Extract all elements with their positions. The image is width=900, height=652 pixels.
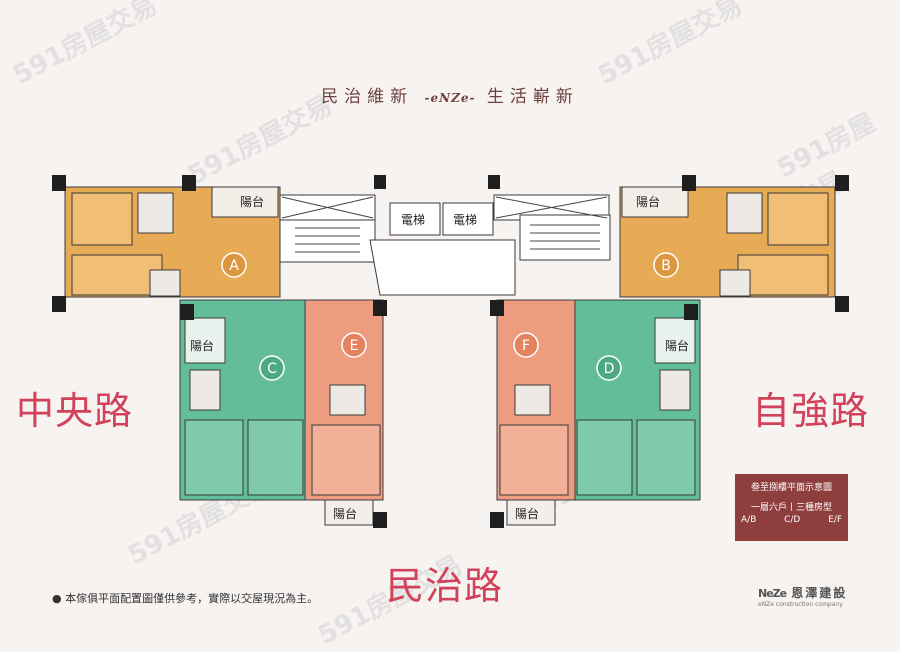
elevator-label: 電梯 [401,213,425,227]
road-label-right: 自強路 [752,389,870,433]
column [182,175,196,191]
column [684,304,698,320]
elevator-right [442,202,494,236]
column [373,300,387,316]
unit-a-bath [149,269,181,297]
logo-subtitle: eNZe construction company [758,601,843,608]
unit-f-label: F [522,338,530,354]
unit-b-bath [719,269,751,297]
unit-e-label: E [350,338,359,354]
legend-type: A/B [741,515,757,525]
unit-f-balcony [506,499,556,526]
unit-d-bedroom [636,419,696,496]
column [52,175,66,191]
disclaimer-note: ● 本傢俱平面配置圖僅供參考，實際以交屋現況為主。 [52,592,319,605]
legend-line: 一層六戶丨三種房型 [750,503,832,513]
elevator-left [389,202,441,236]
elevator-label: 電梯 [453,213,477,227]
unit-f-marker [513,332,539,358]
unit-a-balcony [211,186,279,218]
column [488,175,500,189]
unit-a-bath [137,192,174,234]
stair-right [519,214,611,261]
unit-b-balcony [621,186,689,218]
unit-b-bedroom [767,192,829,246]
balcony-label: 陽台 [240,194,264,209]
column [374,175,386,189]
unit-e-marker [341,332,367,358]
balcony-label: 陽台 [333,506,357,521]
road-label-bottom: 民治路 [386,564,504,608]
legend-type: E/F [828,515,842,525]
logo-name: 恩澤建設 [791,586,848,600]
column [835,175,849,191]
unit-d-bath [659,369,691,411]
unit-b-bedroom [737,254,829,296]
column [52,296,66,312]
column [682,175,696,191]
lobby [369,239,516,296]
unit-d-label: D [604,361,615,377]
unit-e-bath [329,384,366,416]
unit-d-marker [596,355,622,381]
unit-a-bedroom [71,192,133,246]
legend-type: C/D [784,515,801,525]
title-right: 生活嶄新 [486,87,579,107]
unit-a-marker [221,252,247,278]
logo-mark: NeZe [758,587,787,600]
title-left: 民治維新 [321,87,414,107]
column [490,300,504,316]
stair-left [279,219,376,263]
unit-d-bedroom [576,419,633,496]
column [490,512,504,528]
column [373,512,387,528]
unit-b-marker [653,252,679,278]
unit-c-marker [259,355,285,381]
unit-c-bath [189,369,221,411]
balcony-label: 陽台 [515,506,539,521]
balcony-label: 陽台 [190,338,214,353]
floor-plan: A B C E F D 陽台 陽台 陽台 陽台 陽台 陽台 電梯 電梯 [52,175,849,528]
unit-c-balcony [184,317,226,364]
page-title: 民治維新 -eNZe- 生活嶄新 [0,82,900,107]
road-label-left: 中央路 [16,389,134,433]
balcony-label: 陽台 [636,194,660,209]
unit-c-label: C [267,361,277,377]
unit-c-bedroom [184,419,244,496]
balcony-label: 陽台 [665,338,689,353]
column [180,304,194,320]
unit-a-bedroom [71,254,163,296]
column [835,296,849,312]
legend-box: 叁至捌樓平面示意圖 一層六戶丨三種房型 A/B C/D E/F [735,474,848,541]
unit-e-bedroom [311,424,381,496]
company-logo: NeZe 恩澤建設 eNZe construction company [758,582,847,608]
unit-f-bedroom [499,424,569,496]
unit-c-bedroom [247,419,304,496]
unit-d-balcony [654,317,696,364]
unit-f-bath [514,384,551,416]
unit-a-label: A [229,258,239,274]
title-brand: -eNZe- [424,91,476,105]
legend-title: 叁至捌樓平面示意圖 [750,483,832,493]
unit-b-label: B [661,258,671,274]
unit-b-bath [726,192,763,234]
